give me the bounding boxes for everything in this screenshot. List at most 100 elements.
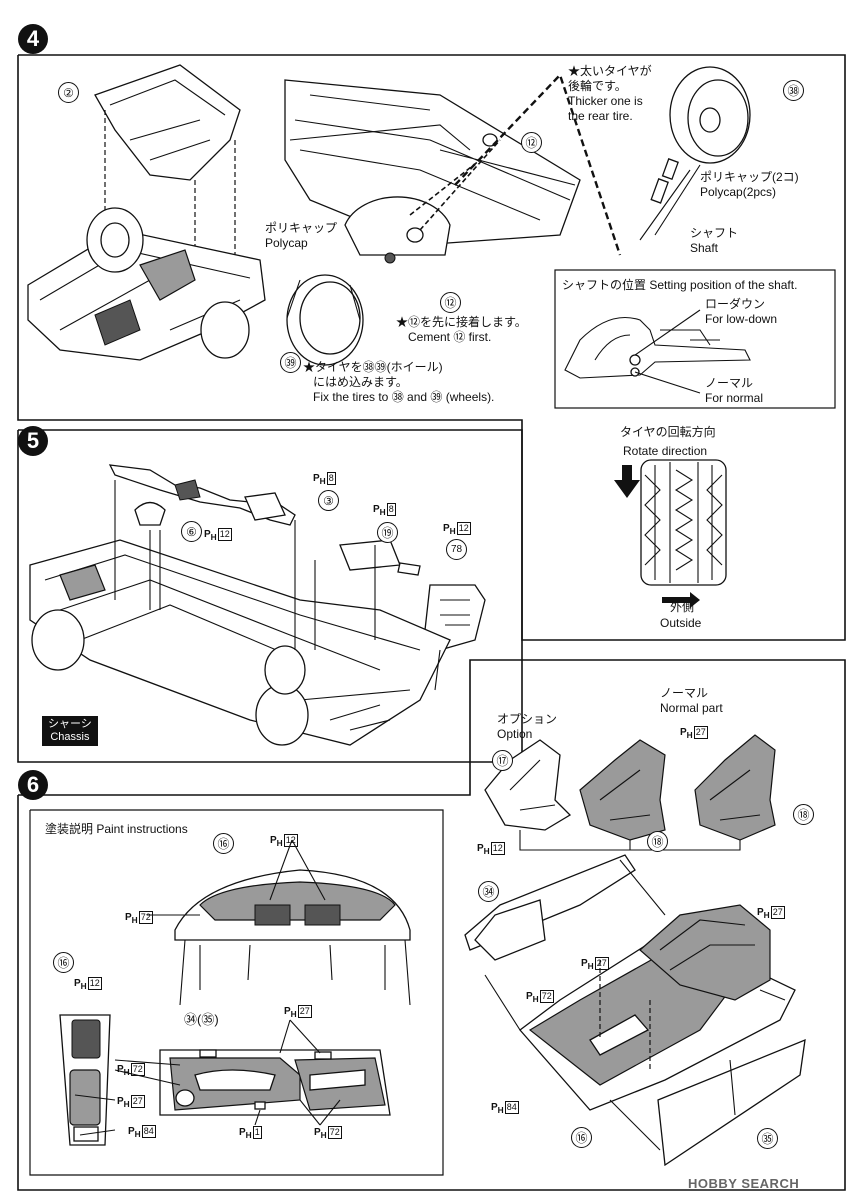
shaft-en: Shaft xyxy=(690,241,719,255)
part-number-39: ㊴ xyxy=(280,352,301,373)
rotate-direction-jp: タイヤの回転方向 xyxy=(620,425,716,439)
cement-note-en: Cement ⑫ first. xyxy=(408,330,492,344)
chassis-en: Chassis xyxy=(50,731,90,743)
normal-part-label: ノーマル Normal part xyxy=(660,686,723,716)
rotate-direction-en: Rotate direction xyxy=(623,444,708,458)
step6-interior xyxy=(464,854,806,1167)
paint-code-value: 27 xyxy=(130,1095,145,1108)
rear-note-en-line2: the rear tire. xyxy=(568,109,633,123)
rear-note-jp-line2: 後輪です。 xyxy=(568,79,627,93)
paint-code-value: 84 xyxy=(141,1125,156,1138)
step4-rear-chassis xyxy=(284,66,751,366)
rear-note-en-line1: Thicker one is xyxy=(568,94,643,108)
paint-code-value: 12 xyxy=(456,522,471,535)
part-number-38: ㊳ xyxy=(783,80,804,101)
part-number-3: ③ xyxy=(318,490,339,511)
part-number-35: ㉟ xyxy=(757,1128,778,1149)
part-number-18: ⑱ xyxy=(647,831,668,852)
paint-code-value: 72 xyxy=(539,990,554,1003)
paint-code-value: 1 xyxy=(252,1126,262,1139)
paint-instructions-title: 塗装説明 Paint instructions xyxy=(45,822,188,836)
paint-code-value: 8 xyxy=(386,503,396,516)
lowdown-en: For low-down xyxy=(705,312,778,326)
part-number-12: ⑫ xyxy=(440,292,461,313)
cement-note-jp: ★⑫を先に接着します。 xyxy=(396,315,527,329)
part-number-19: ⑲ xyxy=(377,522,398,543)
normal-position-jp: ノーマル xyxy=(705,376,754,390)
part-number-34: ㉞ xyxy=(478,881,499,902)
step-number-6: 6 xyxy=(18,770,48,800)
polycap-2pcs-label: ポリキャップ(2コ) Polycap(2pcs) xyxy=(700,170,799,200)
step4-front-chassis xyxy=(27,64,266,361)
part-number-6: ⑥ xyxy=(181,521,202,542)
normal-part-jp: ノーマル xyxy=(660,686,709,700)
part-number-16: ⑯ xyxy=(53,952,74,973)
paint-instructions-drawings xyxy=(29,809,444,1176)
paint-code-value: 12 xyxy=(217,528,232,541)
rear-tire-note: ★太いタイヤが 後輪です。 Thicker one is the rear ti… xyxy=(568,64,652,124)
outside-jp: 外側 xyxy=(670,600,695,614)
cement-note: ★⑫を先に接着します。 Cement ⑫ first. xyxy=(396,315,527,345)
polycap-2pcs-en: Polycap(2pcs) xyxy=(700,185,777,199)
outside-en: Outside xyxy=(660,616,702,630)
watermark-text: HOBBY SEARCH xyxy=(688,1176,800,1191)
paint-code-value: 27 xyxy=(297,1005,312,1018)
shaft-position-inset xyxy=(554,269,836,409)
lowdown-jp: ローダウン xyxy=(705,297,766,311)
chassis-jp: シャーシ xyxy=(48,718,92,730)
shaft-jp: シャフト xyxy=(690,226,739,240)
normal-position-en: For normal xyxy=(705,391,764,405)
step5-drawing xyxy=(29,464,486,746)
paint-code-value: 27 xyxy=(693,726,708,739)
polycap-label: ポリキャップ Polycap xyxy=(265,221,337,251)
shaft-label: シャフト Shaft xyxy=(690,226,738,256)
step6-seats xyxy=(484,734,776,851)
part-number-16: ⑯ xyxy=(571,1127,592,1148)
paint-code-value: 72 xyxy=(138,911,153,924)
part-number-17: ⑰ xyxy=(492,750,513,771)
part-number-12: ⑫ xyxy=(521,132,542,153)
paint-code-value: 12 xyxy=(283,834,298,847)
step-number-5: 5 xyxy=(18,426,48,456)
fix-tires-jp-line2: にはめ込みます。 xyxy=(313,375,408,389)
polycap-en: Polycap xyxy=(265,236,308,250)
chassis-tag: シャーシ Chassis xyxy=(42,716,98,746)
lowdown-label: ローダウン For low-down xyxy=(705,297,777,327)
fix-tires-note: ★タイヤを㊳㊴(ホイール) にはめ込みます。 Fix the tires to … xyxy=(303,360,494,405)
fix-tires-jp-line1: ★タイヤを㊳㊴(ホイール) xyxy=(303,360,443,374)
part-number-34-35: ㉞(㉟) xyxy=(184,1012,219,1027)
part-number-18: ⑱ xyxy=(793,804,814,825)
step-number-4: 4 xyxy=(18,24,48,54)
normal-part-en: Normal part xyxy=(660,701,723,715)
paint-code-value: 84 xyxy=(504,1101,519,1114)
option-en: Option xyxy=(497,727,533,741)
paint-code-value: 72 xyxy=(130,1063,145,1076)
polycap-jp: ポリキャップ xyxy=(265,221,338,235)
rotate-direction-diagram xyxy=(614,459,727,608)
paint-code-value: 72 xyxy=(327,1126,342,1139)
part-number-2: ② xyxy=(58,82,79,103)
rear-note-jp-line1: ★太いタイヤが xyxy=(568,64,652,78)
part-number-16: ⑯ xyxy=(213,833,234,854)
fix-tires-en: Fix the tires to ㊳ and ㊴ (wheels). xyxy=(313,390,495,404)
paint-code-value: 12 xyxy=(87,977,102,990)
paint-code-value: 12 xyxy=(490,842,505,855)
paint-code-value: 27 xyxy=(770,906,785,919)
polycap-2pcs-jp: ポリキャップ(2コ) xyxy=(700,170,799,184)
option-label: オプション Option xyxy=(497,712,557,742)
